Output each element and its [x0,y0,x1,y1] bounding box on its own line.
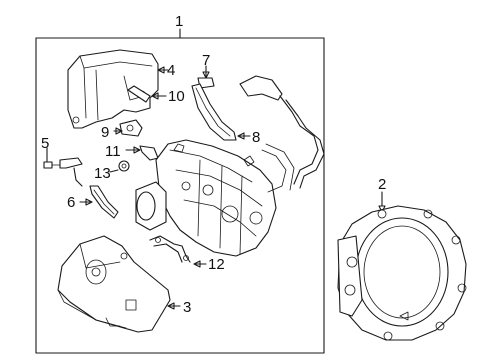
callout-3: 3 [183,299,191,316]
callout-13: 13 [94,165,111,182]
part-3-lower-shield [57,235,181,333]
drive-unit-body [135,139,277,257]
callout-12: 12 [208,256,225,273]
callout-10: 10 [168,88,185,105]
callout-5: 5 [41,135,49,152]
callout-9: 9 [101,124,109,141]
callout-11: 11 [105,143,121,160]
harness-right [239,75,325,193]
callout-1: 1 [175,13,183,30]
callout-7: 7 [202,52,210,69]
part-4-cover [67,49,169,129]
part-12-bracket [149,235,207,268]
part-hose-left [59,157,119,219]
part-7-clamp [197,65,215,89]
part-10-fitting [127,85,167,103]
part-9-fitting [113,119,143,137]
callout-6: 6 [67,194,75,211]
part-11-pipe [125,145,159,161]
callout-4: 4 [167,62,175,79]
part-8-hose [191,83,251,141]
callout-2: 2 [378,176,386,193]
assembly-group-frame [35,28,325,354]
part-5-bolt [43,147,65,169]
callout-8: 8 [252,129,260,146]
part-13-nut [109,160,130,173]
part-2-housing [337,191,467,341]
